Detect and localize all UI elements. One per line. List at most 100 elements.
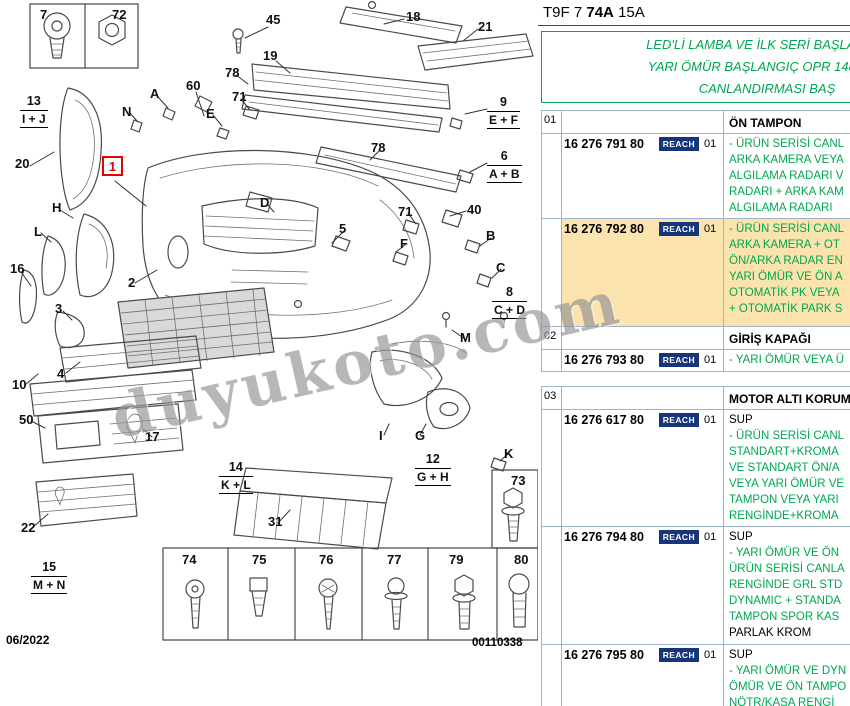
- diagram-label-78[interactable]: 78: [225, 65, 240, 80]
- notice-line: LED'Lİ LAMBA VE İLK SERİ BAŞLANGIÇ: [646, 37, 850, 52]
- reach-badge[interactable]: REACH: [658, 648, 699, 662]
- desc-line: SUP: [729, 649, 753, 661]
- diagram-label-4[interactable]: 4: [57, 366, 65, 381]
- diagram-label-40[interactable]: 40: [467, 202, 482, 217]
- desc-line: - ÜRÜN SERİSİ CANL: [729, 430, 845, 442]
- diagram-label-22[interactable]: 22: [21, 520, 36, 535]
- desc-line: ALGILAMA RADARI V: [729, 170, 844, 182]
- part-row[interactable]: 16 276 791 80 REACH 01 - ÜRÜN SERİSİ CAN…: [542, 134, 850, 219]
- diagram-label-18[interactable]: 18: [406, 9, 421, 24]
- grille-parts: [29, 287, 393, 550]
- diagram-label-1[interactable]: 1: [102, 156, 123, 176]
- diagram-label-71[interactable]: 71: [398, 204, 413, 219]
- reach-badge[interactable]: REACH: [658, 137, 699, 151]
- part-row[interactable]: 16 276 794 80 REACH 01 SUP - YARI ÖMÜR V…: [542, 527, 850, 645]
- diagram-label-71[interactable]: 71: [232, 89, 247, 104]
- diagram-label-80[interactable]: 80: [514, 552, 529, 567]
- diagram-label-31[interactable]: 31: [268, 514, 283, 529]
- diagram-label-17[interactable]: 17: [145, 429, 160, 444]
- diagram-label-73[interactable]: 73: [511, 473, 526, 488]
- diagram-label-79[interactable]: 79: [449, 552, 464, 567]
- diagram-label-72[interactable]: 72: [112, 7, 127, 22]
- reach-badge[interactable]: REACH: [658, 353, 699, 367]
- diagram-label-F: F: [400, 236, 408, 251]
- diagram-label-H: H: [52, 200, 62, 215]
- part-number: 16 276 795 80: [564, 648, 644, 662]
- qty: 01: [701, 410, 723, 526]
- diagram-label-74[interactable]: 74: [182, 552, 197, 567]
- diagram-label-60[interactable]: 60: [186, 78, 201, 93]
- diagram-label-I: I: [379, 428, 383, 443]
- section-ref: 02: [542, 327, 562, 349]
- diagram-label-K: K: [504, 446, 514, 461]
- part-description: - ÜRÜN SERİSİ CANL ARKA KAMERA VEYA ALGI…: [723, 134, 850, 218]
- catalog-code: T9F 7 74A 15A: [538, 0, 850, 26]
- diagram-label-77[interactable]: 77: [387, 552, 402, 567]
- diagram-label-78[interactable]: 78: [371, 140, 386, 155]
- diagram-label-21[interactable]: 21: [478, 19, 493, 34]
- part-row-highlighted[interactable]: 16 276 792 80 REACH 01 - ÜRÜN SERİSİ CAN…: [542, 219, 850, 327]
- diagram-label-75[interactable]: 75: [252, 552, 267, 567]
- parts-table: 01 ÖN TAMPON 16 276 791 80 REACH 01 - ÜR…: [541, 110, 850, 372]
- diagram-labels: 7 72 45 18 21 60 19 78 71 78 40 71 20 5 2 16 3 4 10 50 17 22 3…: [10, 7, 529, 594]
- part-description: - ÜRÜN SERİSİ CANL ARKA KAMERA + OT ÖN/A…: [723, 219, 850, 326]
- section-ref: 03: [542, 387, 562, 409]
- reach-badge[interactable]: REACH: [658, 413, 699, 427]
- part-description: SUP - YARI ÖMÜR VE ÖN ÜRÜN SERİSİ CANLA …: [723, 527, 850, 644]
- diagram-label-C: C: [496, 260, 506, 275]
- desc-line: RENGİNDE+KROMA: [729, 510, 839, 522]
- desc-line: - YARI ÖMÜR VEYA Ü: [729, 354, 845, 366]
- diagram-label-19[interactable]: 19: [263, 48, 278, 63]
- diagram-label-7[interactable]: 7: [40, 7, 48, 22]
- diagram-label-M: M: [460, 330, 471, 345]
- diagram-label-45[interactable]: 45: [266, 12, 281, 27]
- desc-line: YARI ÖMÜR VE ÖN A: [729, 271, 843, 283]
- diagram-label-A: A: [150, 86, 160, 101]
- part-description: SUP - ÜRÜN SERİSİ CANL STANDART+KROMA VE…: [723, 410, 850, 526]
- part-row[interactable]: 16 276 793 80 REACH 01 - YARI ÖMÜR VEYA …: [542, 350, 850, 372]
- diagram-label-50[interactable]: 50: [19, 412, 34, 427]
- diagram-label-76[interactable]: 76: [319, 552, 334, 567]
- section-row: 02 GİRİŞ KAPAĞI: [542, 327, 850, 350]
- leader-lines: [21, 18, 509, 528]
- diagram-label-B: B: [486, 228, 496, 243]
- fog-lamp-parts: [369, 340, 507, 472]
- desc-line: ÖN/ARKA RADAR EN: [729, 255, 843, 267]
- reach-badge[interactable]: REACH: [658, 530, 699, 544]
- desc-line: ÜRÜN SERİSİ CANLA: [729, 563, 845, 575]
- parts-diagram: 7 72 45 18 21 60 19 78 71 78 40 71 20 5 2 16 3 4 10 50 17 22 3…: [6, 0, 538, 649]
- diagram-label-L: L: [34, 224, 42, 239]
- section-title: ÖN TAMPON: [723, 111, 850, 133]
- diagram-label-5[interactable]: 5: [339, 221, 347, 236]
- diagram-label-10[interactable]: 10: [12, 377, 27, 392]
- desc-line: - YARI ÖMÜR VE DYN: [729, 665, 847, 677]
- part-row[interactable]: 16 276 617 80 REACH 01 SUP - ÜRÜN SERİSİ…: [542, 410, 850, 527]
- catalog-code-suffix: 15A: [618, 4, 645, 21]
- part-row[interactable]: 16 276 795 80 REACH 01 SUP - YARI ÖMÜR V…: [542, 645, 850, 706]
- diagram-label-D: D: [260, 195, 270, 210]
- section-row: 03 MOTOR ALTI KORUM: [542, 387, 850, 410]
- fastener-legend-top: [29, 3, 139, 69]
- qty: 01: [701, 350, 723, 371]
- part-number: 16 276 791 80: [564, 137, 644, 151]
- diagram-label-20[interactable]: 20: [15, 156, 30, 171]
- desc-line: TAMPON VEYA YARI: [729, 494, 839, 506]
- reach-badge[interactable]: REACH: [658, 222, 699, 236]
- diagram-label-3[interactable]: 3: [55, 301, 63, 316]
- desc-line: ALGILAMA RADARI: [729, 202, 833, 214]
- bumper-reinforcement: [130, 63, 462, 193]
- diagram-label-2[interactable]: 2: [128, 275, 136, 290]
- part-number: 16 276 794 80: [564, 530, 644, 544]
- diagram-label-16[interactable]: 16: [10, 261, 25, 276]
- fastener-legend-bottom: [162, 547, 538, 641]
- diagram-label-G: G: [415, 428, 426, 443]
- desc-line: VE STANDART ÖN/A: [729, 462, 840, 474]
